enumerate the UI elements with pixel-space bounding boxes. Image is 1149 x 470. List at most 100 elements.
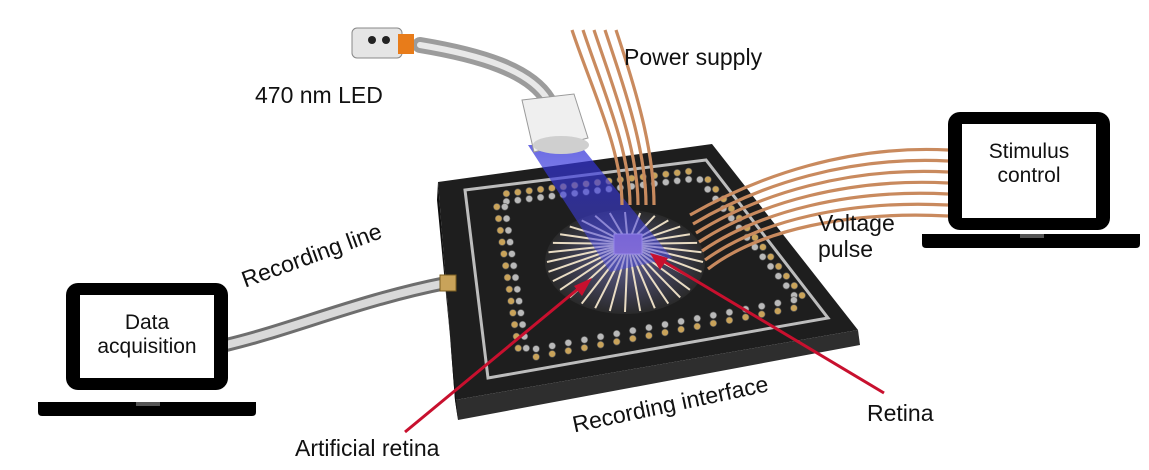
- chip-pin: [693, 322, 701, 331]
- artificial-retina-label: Artificial retina: [295, 435, 440, 461]
- pulse-wire: [692, 158, 949, 226]
- led-source: [351, 27, 589, 154]
- chip-pin: [548, 184, 556, 192]
- chip-pin: [741, 313, 750, 321]
- chip-pin: [673, 177, 681, 185]
- chip-pin: [693, 314, 701, 323]
- chip-pin: [662, 178, 670, 186]
- power-supply-wires: [570, 29, 656, 206]
- stimulus-control-laptop: [922, 112, 1140, 248]
- chip-pin: [684, 167, 693, 176]
- chip-pin: [725, 316, 734, 324]
- chip-pin: [501, 203, 509, 211]
- chip-pin: [612, 338, 621, 346]
- chip-pin: [504, 226, 513, 235]
- chip-pin: [498, 238, 506, 246]
- chip-pin: [525, 195, 533, 203]
- chip-pin: [536, 185, 545, 194]
- retina-label: Retina: [867, 400, 934, 426]
- pulse-wire: [701, 191, 949, 253]
- chip-pin: [525, 187, 533, 195]
- chip-pin: [515, 297, 523, 305]
- chip-pin: [703, 185, 712, 194]
- voltage-pulse-wires: [689, 147, 949, 271]
- chip-pin: [790, 296, 798, 304]
- chip-pin: [500, 250, 508, 258]
- chip-pin: [503, 273, 512, 282]
- chip-pin: [494, 214, 503, 223]
- chip-pin: [536, 193, 545, 202]
- chip-pin: [517, 309, 525, 317]
- chip-pin: [596, 333, 605, 341]
- chip-pin: [759, 243, 767, 251]
- chip-pin: [696, 175, 704, 184]
- chip-pin: [758, 253, 767, 261]
- power-wire: [603, 29, 648, 206]
- chip-pin: [548, 342, 556, 350]
- chip-pin: [757, 310, 766, 318]
- chip-pin: [580, 344, 589, 352]
- chip-pin: [704, 175, 712, 184]
- power-supply-label: Power supply: [624, 44, 763, 70]
- chip-pin: [766, 262, 775, 271]
- power-wire: [570, 29, 624, 206]
- chip-pin: [645, 323, 653, 332]
- chip-pin: [564, 347, 572, 355]
- chip-pin: [510, 320, 519, 329]
- chip-pin: [514, 188, 522, 196]
- chip-pin: [725, 308, 734, 316]
- chip-pin: [709, 319, 717, 327]
- power-wire: [581, 29, 632, 206]
- chip-pin: [798, 291, 806, 300]
- chip-pin: [596, 341, 605, 349]
- chip-pin: [673, 169, 681, 177]
- led-light-beam: [528, 145, 672, 272]
- chip-pin: [514, 196, 522, 204]
- data-acquisition-laptop: [38, 283, 256, 416]
- pulse-wire: [698, 180, 949, 244]
- chip-pin: [502, 262, 510, 270]
- chip-pin: [507, 297, 515, 305]
- chip-pin: [629, 334, 637, 343]
- data-acquisition-label: Data acquisition: [97, 311, 197, 359]
- pulse-wire: [707, 213, 949, 271]
- chip-pin: [645, 331, 653, 340]
- chip-pin: [790, 304, 798, 312]
- chip-pin: [522, 344, 530, 352]
- chip-pin: [684, 175, 693, 184]
- power-wire: [592, 29, 640, 206]
- chip-pin: [774, 307, 782, 315]
- power-wire: [614, 29, 656, 206]
- led-gooseneck: [412, 37, 556, 108]
- chip-pin: [513, 285, 521, 293]
- chip-pin: [711, 185, 720, 194]
- recording-line-cable: [219, 274, 457, 352]
- chip-pin: [661, 328, 669, 337]
- chip-pin: [564, 339, 572, 347]
- chip-pin: [493, 203, 501, 211]
- chip-pin: [757, 302, 766, 310]
- chip-pin: [514, 344, 522, 352]
- chip-pin: [502, 214, 511, 223]
- chip-pin: [511, 273, 520, 282]
- chip-pin: [677, 317, 685, 326]
- pulse-wire: [695, 169, 949, 235]
- chip-pin: [496, 226, 505, 235]
- chip-pin: [508, 250, 516, 258]
- chip-pin: [548, 192, 556, 200]
- chip-pin: [774, 262, 783, 271]
- chip-pin: [677, 325, 685, 334]
- stimulus-control-label: Stimulus control: [988, 140, 1070, 188]
- pulse-wire: [689, 147, 949, 217]
- pulse-wire: [704, 202, 949, 262]
- chip-pin: [506, 238, 514, 246]
- artificial-retina-arrow: [404, 282, 585, 434]
- chip-pin: [709, 311, 717, 319]
- chip-pin: [505, 285, 513, 293]
- chip-pin: [509, 309, 517, 317]
- led-label: 470 nm LED: [255, 82, 383, 108]
- chip-pin: [661, 320, 669, 329]
- chip-pin: [782, 282, 790, 290]
- chip-pin: [774, 299, 782, 307]
